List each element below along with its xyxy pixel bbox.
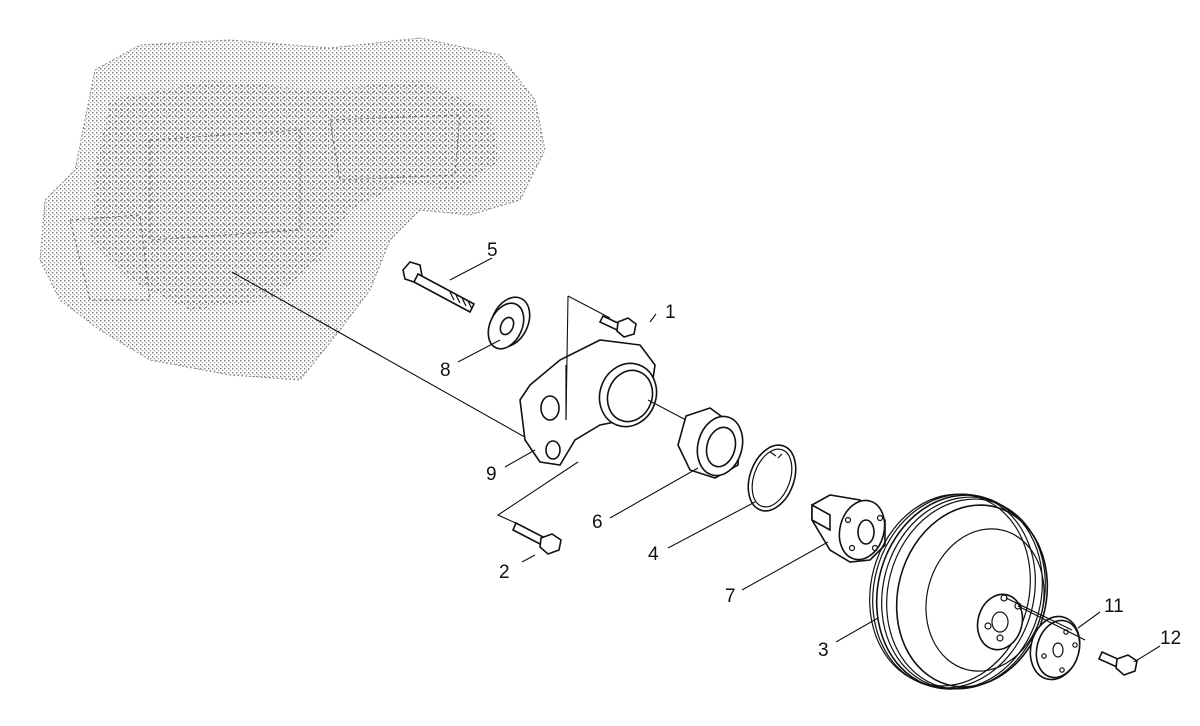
leader-lines [449, 257, 1161, 663]
bolt-part-12 [1097, 650, 1138, 676]
assembly-axis-line [231, 271, 531, 441]
callout-11: 11 [1104, 596, 1124, 617]
leader-bolt2-bracket [496, 461, 579, 526]
callout-3: 3 [818, 640, 829, 661]
bolt-part-1 [598, 314, 637, 338]
callout-5: 5 [487, 240, 498, 261]
callout-9: 9 [486, 464, 497, 485]
bolt-part-2 [511, 521, 562, 555]
pulley-part-3 [869, 493, 1049, 690]
engine-block-background [39, 37, 546, 381]
snap-ring-part-4 [747, 444, 797, 512]
leader-bracket-bushing [647, 399, 687, 421]
callout-2: 2 [499, 562, 510, 583]
leader-bolt1-bracket [567, 295, 611, 319]
bolt-part-5 [402, 261, 476, 314]
leader-bolt1-vertical [565, 295, 569, 421]
spacer-part-8 [487, 296, 531, 350]
callout-6: 6 [592, 512, 603, 533]
callout-12: 12 [1160, 628, 1181, 649]
callout-8: 8 [440, 360, 451, 381]
hub-part-7 [811, 494, 886, 563]
plate-part-11 [1029, 615, 1081, 681]
bushing-part-6 [677, 407, 744, 479]
tensioner-bracket-part-9 [519, 339, 658, 466]
callout-1: 1 [665, 302, 676, 323]
callout-7: 7 [725, 586, 736, 607]
callout-4: 4 [648, 544, 659, 565]
